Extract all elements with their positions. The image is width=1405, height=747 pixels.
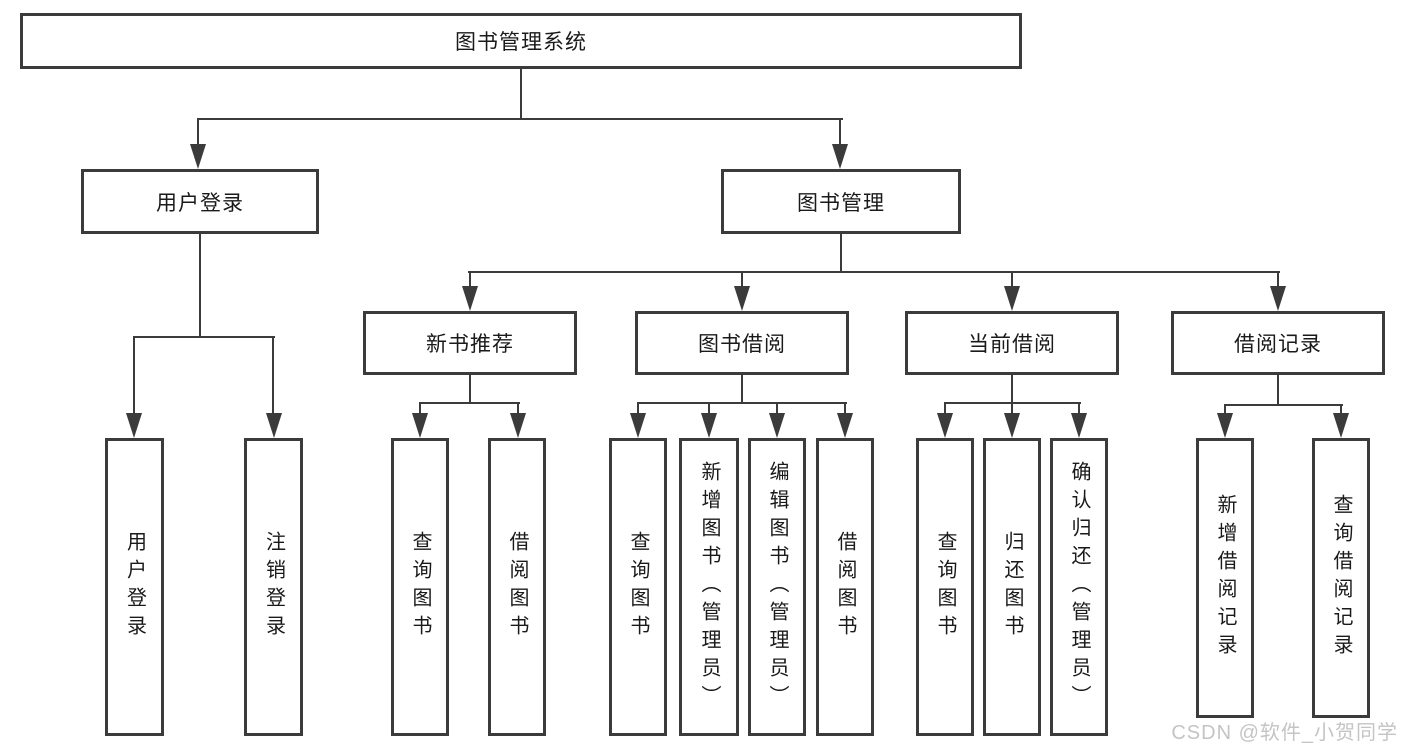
- arrow-down-icon: [1004, 413, 1020, 438]
- arrow-down-icon: [837, 413, 853, 438]
- connector-to-user-login: [197, 118, 199, 146]
- node-label: 图书借阅: [698, 333, 786, 356]
- connector-user-login-hbar: [133, 336, 275, 338]
- leaf-label: 注销登录: [262, 531, 285, 643]
- connector-to-leaf: [133, 336, 135, 413]
- node-label: 图书管理系统: [455, 31, 587, 54]
- connector-to-leaf: [272, 336, 274, 413]
- leaf-label: 查询图书: [627, 531, 649, 643]
- leaf-edit-book-admin: 编辑图书（管理员）: [748, 438, 806, 736]
- connector-to-leaf: [1340, 404, 1342, 414]
- leaf-label: 查询借阅记录: [1330, 494, 1352, 662]
- connector-to-leaf: [637, 402, 639, 414]
- node-borrow-records: 借阅记录: [1171, 311, 1385, 375]
- leaf-label: 新增借阅记录: [1214, 494, 1236, 662]
- leaf-label: 编辑图书（管理员）: [766, 461, 788, 713]
- connector-to-leaf: [708, 402, 710, 414]
- arrow-down-icon: [1270, 286, 1286, 311]
- connector-recommend-hbar: [419, 402, 520, 404]
- arrow-down-icon: [734, 286, 750, 311]
- arrow-down-icon: [1217, 413, 1233, 438]
- node-book-management: 图书管理: [721, 169, 961, 234]
- arrow-down-icon: [701, 413, 717, 438]
- node-new-book-recommend: 新书推荐: [363, 311, 577, 375]
- leaf-borrow-books: 借阅图书: [816, 438, 874, 736]
- node-current-borrow: 当前借阅: [905, 311, 1119, 375]
- connector-to-section: [1277, 271, 1279, 287]
- leaf-label: 查询图书: [409, 531, 431, 643]
- arrow-down-icon: [630, 413, 646, 438]
- arrow-down-icon: [1333, 413, 1349, 438]
- node-label: 新书推荐: [426, 333, 514, 356]
- connector-to-leaf: [776, 402, 778, 414]
- connector-root-stem: [520, 69, 522, 119]
- node-user-login: 用户登录: [81, 169, 319, 234]
- node-label: 用户登录: [156, 191, 244, 215]
- leaf-label: 用户登录: [123, 531, 146, 643]
- arrow-down-icon: [462, 286, 478, 311]
- connector-to-leaf: [844, 402, 846, 414]
- leaf-label: 确认归还（管理员）: [1068, 461, 1090, 713]
- arrow-down-icon: [190, 144, 206, 169]
- leaf-user-login: 用户登录: [105, 438, 164, 736]
- connector-root-hbar: [197, 118, 843, 120]
- connector-borrow-hbar: [637, 402, 847, 404]
- connector-to-book-management: [839, 118, 841, 146]
- node-label: 当前借阅: [968, 333, 1056, 356]
- leaf-add-borrow-record: 新增借阅记录: [1196, 438, 1254, 718]
- connector-to-leaf: [517, 402, 519, 414]
- csdn-watermark: CSDN @软件_小贺同学: [1171, 722, 1398, 744]
- connector-borrow-stem: [741, 375, 743, 403]
- leaf-borrow-books-recommend: 借阅图书: [488, 438, 546, 736]
- arrow-down-icon: [1071, 413, 1087, 438]
- connector-current-stem: [1011, 375, 1013, 403]
- connector-to-section: [741, 271, 743, 287]
- connector-to-section: [469, 271, 471, 287]
- connector-to-leaf: [944, 402, 946, 414]
- node-book-borrow: 图书借阅: [635, 311, 849, 375]
- connector-to-section: [1011, 271, 1013, 287]
- leaf-return-book: 归还图书: [983, 438, 1041, 736]
- connector-user-login-stem: [199, 234, 201, 337]
- connector-book-mgmt-hbar: [468, 271, 1280, 273]
- leaf-add-book-admin: 新增图书（管理员）: [679, 438, 739, 736]
- node-label: 图书管理: [797, 191, 885, 215]
- connector-records-stem: [1277, 375, 1279, 405]
- arrow-down-icon: [769, 413, 785, 438]
- leaf-label: 新增图书（管理员）: [698, 461, 720, 713]
- arrow-down-icon: [510, 413, 526, 438]
- node-label: 借阅记录: [1234, 333, 1322, 356]
- connector-records-hbar: [1224, 404, 1343, 406]
- arrow-down-icon: [937, 413, 953, 438]
- arrow-down-icon: [832, 144, 848, 169]
- leaf-label: 借阅图书: [506, 531, 528, 643]
- leaf-confirm-return-admin: 确认归还（管理员）: [1050, 438, 1108, 736]
- leaf-query-books-borrow: 查询图书: [609, 438, 667, 736]
- leaf-query-books-recommend: 查询图书: [391, 438, 449, 736]
- arrow-down-icon: [1004, 286, 1020, 311]
- arrow-down-icon: [266, 413, 282, 438]
- arrow-down-icon: [126, 413, 142, 438]
- connector-to-leaf: [1011, 402, 1013, 414]
- leaf-label: 借阅图书: [834, 531, 856, 643]
- connector-book-mgmt-stem: [840, 234, 842, 272]
- leaf-label: 归还图书: [1001, 531, 1023, 643]
- node-library-management-system: 图书管理系统: [20, 13, 1022, 69]
- connector-recommend-stem: [469, 375, 471, 403]
- leaf-label: 查询图书: [934, 531, 956, 643]
- arrow-down-icon: [412, 413, 428, 438]
- connector-to-leaf: [1078, 402, 1080, 414]
- connector-to-leaf: [419, 402, 421, 414]
- leaf-query-books-current: 查询图书: [916, 438, 974, 736]
- connector-to-leaf: [1224, 404, 1226, 414]
- leaf-logout: 注销登录: [244, 438, 303, 736]
- leaf-query-borrow-record: 查询借阅记录: [1312, 438, 1370, 718]
